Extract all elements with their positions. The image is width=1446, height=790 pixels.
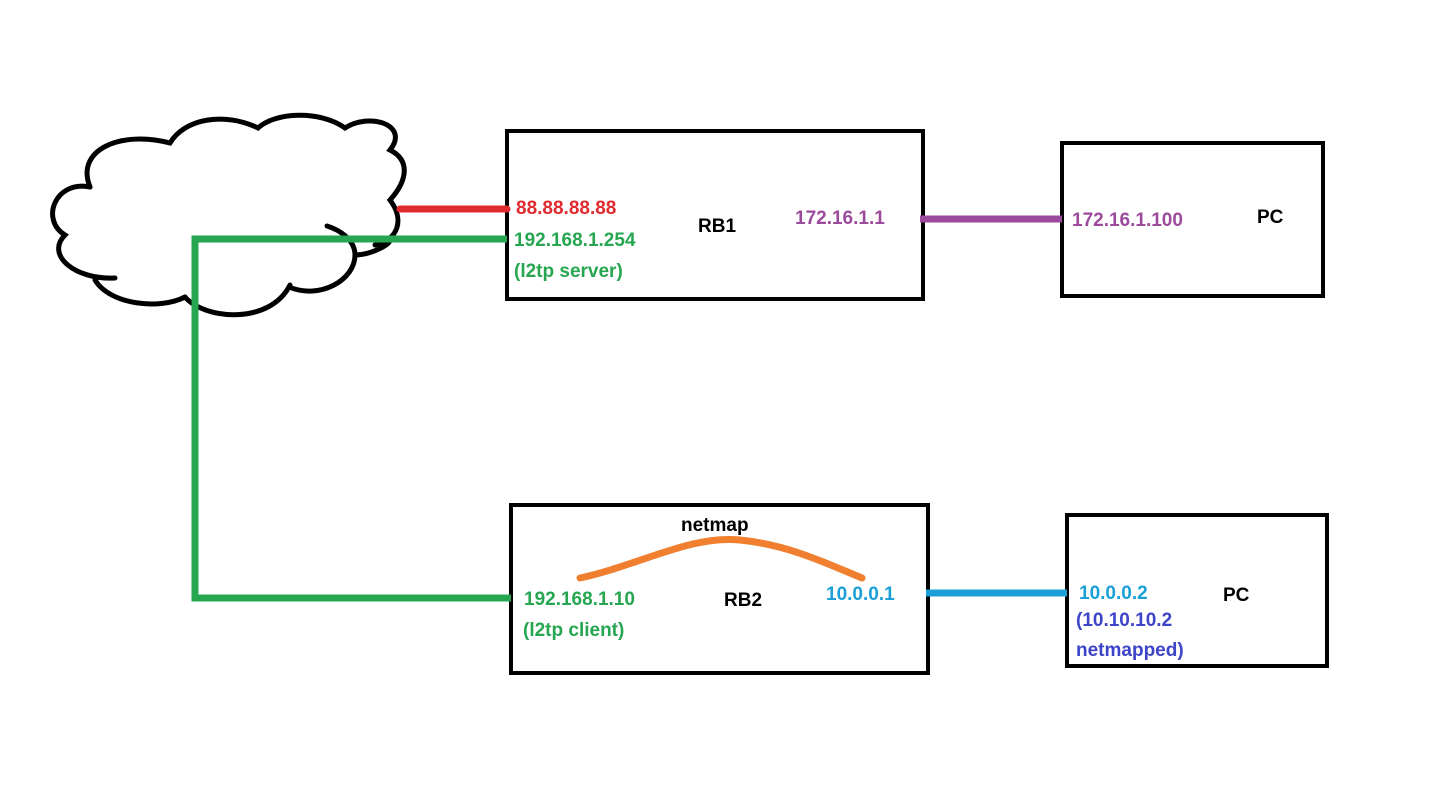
rb2-l2tp-role: (l2tp client) — [523, 620, 625, 641]
pc2-netmapped-line1: (10.10.10.2 — [1076, 610, 1173, 631]
l2tp-link — [191, 235, 511, 602]
rb1-wan-ip: 88.88.88.88 — [516, 198, 617, 219]
netmap-arc — [576, 535, 866, 582]
pc1-name: PC — [1257, 207, 1284, 228]
rb2-lan-ip: 10.0.0.1 — [826, 584, 895, 605]
rb2-box — [509, 503, 930, 675]
pc2-ip: 10.0.0.2 — [1079, 583, 1148, 604]
pc2-name: PC — [1223, 585, 1250, 606]
rb2-l2tp-ip: 192.168.1.10 — [524, 589, 635, 610]
rb1-name: RB1 — [698, 216, 737, 237]
rb1-l2tp-ip: 192.168.1.254 — [514, 230, 636, 251]
rb1-l2tp-role: (l2tp server) — [514, 261, 623, 282]
rb1-box — [505, 129, 925, 301]
cloud-icon — [50, 112, 407, 318]
pc1-ip: 172.16.1.100 — [1072, 210, 1183, 231]
rb1-lan-ip: 172.16.1.1 — [795, 208, 885, 229]
rb2-name: RB2 — [724, 590, 763, 611]
pc2-netmapped-line2: netmapped) — [1076, 640, 1184, 661]
rb2-netmap-label: netmap — [681, 515, 749, 536]
